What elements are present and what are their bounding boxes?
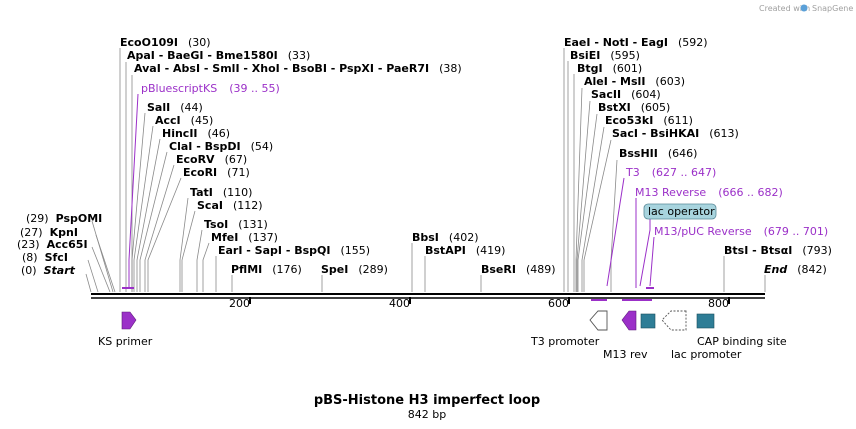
site-btgi: BtgI(601) (577, 62, 642, 75)
site-eco53ki: Eco53kI(611) (605, 114, 693, 127)
site-end: End(842) (764, 263, 827, 276)
map-length: 842 bp (408, 408, 446, 421)
site-bsshii: BssHII(646) (619, 147, 697, 160)
left-site-lines (85, 48, 482, 293)
ks-primer-label: KS primer (98, 335, 153, 348)
right-primer-markers (591, 177, 655, 301)
lac-operator-box: lac operator (643, 203, 717, 220)
lac-promoter-arrow (661, 310, 687, 331)
site-bseri: BseRI(489) (481, 263, 556, 276)
site-btsi: BtsI - BtsαI(793) (724, 244, 832, 257)
site-apai-group: ApaI - BaeGI - Bme1580I(33) (127, 49, 310, 62)
t3-promoter-arrow (589, 310, 608, 331)
tick-label-600: 600 (548, 297, 569, 310)
ks-primer-arrow (121, 311, 137, 330)
site-avai-group: AvaI - AbsI - SmlI - XhoI - BsoBI - PspX… (134, 62, 462, 75)
right-site-lines (563, 48, 766, 292)
sequence-backbone (91, 293, 765, 299)
site-tsoi: TsoI(131) (204, 218, 268, 231)
site-sfci: (8)SfcI (22, 251, 68, 264)
site-acci: AccI(45) (155, 114, 213, 127)
pbluescriptks-marker (122, 93, 139, 289)
tick-label-200: 200 (229, 297, 250, 310)
scale-ticks (249, 297, 730, 304)
site-alei-msli: AleI - MslI(603) (584, 75, 685, 88)
feature-m13-puc-reverse: M13/pUC Reverse(679 .. 701) (654, 225, 828, 238)
site-sali: SalI(44) (147, 101, 203, 114)
credit-text: Created with (759, 4, 810, 13)
site-spei: SpeI(289) (321, 263, 388, 276)
m13-rev-label: M13 rev (603, 348, 648, 361)
site-pspomi: (29)PspOMI (26, 212, 102, 225)
site-clai-bspdi: ClaI - BspDI(54) (169, 140, 273, 153)
snapgene-logo-icon (800, 4, 808, 12)
site-mfei: MfeI(137) (211, 231, 278, 244)
cap-binding-site-label: CAP binding site (697, 335, 787, 348)
site-start: (0)Start (21, 264, 76, 277)
site-bstxi: BstXI(605) (598, 101, 670, 114)
m13-rev-arrow (621, 310, 637, 331)
snapgene-brand: SnapGene (812, 4, 853, 13)
site-bsiei: BsiEI(595) (570, 49, 640, 62)
site-pflmi: PflMI(176) (231, 263, 302, 276)
feature-t3: T3(627 .. 647) (625, 166, 716, 179)
site-sacii: SacII(604) (591, 88, 661, 101)
feature-m13-reverse: M13 Reverse(666 .. 682) (635, 186, 783, 199)
t3-promoter-label: T3 promoter (530, 335, 600, 348)
site-kpni: (27)KpnI (20, 226, 78, 239)
site-scai: ScaI(112) (197, 199, 263, 212)
site-bstapi: BstAPI(419) (425, 244, 505, 257)
site-ecoo109i: EcoO109I(30) (120, 36, 211, 49)
tick-label-800: 800 (708, 297, 729, 310)
cap-binding-site-feature (696, 313, 715, 329)
site-ecorv: EcoRV(67) (176, 153, 247, 166)
map-title: pBS-Histone H3 imperfect loop (314, 393, 540, 408)
site-acc65i: (23)Acc65I (17, 238, 88, 251)
lac-promoter-label: lac promoter (671, 348, 742, 361)
tick-label-400: 400 (389, 297, 410, 310)
site-eaei-group: EaeI - NotI - EagI(592) (564, 36, 708, 49)
lac-operator-feature (640, 313, 656, 329)
site-bbsi: BbsI(402) (412, 231, 479, 244)
site-eari-group: EarI - SapI - BspQI(155) (218, 244, 370, 257)
site-ecori: EcoRI(71) (183, 166, 250, 179)
site-tati: TatI(110) (190, 186, 252, 199)
site-hincii: HincII(46) (162, 127, 230, 140)
lac-operator-label: lac operator (648, 205, 715, 218)
feature-pbluescriptks: pBluescriptKS(39 .. 55) (141, 82, 280, 95)
site-saci-bsihkai: SacI - BsiHKAI(613) (612, 127, 739, 140)
